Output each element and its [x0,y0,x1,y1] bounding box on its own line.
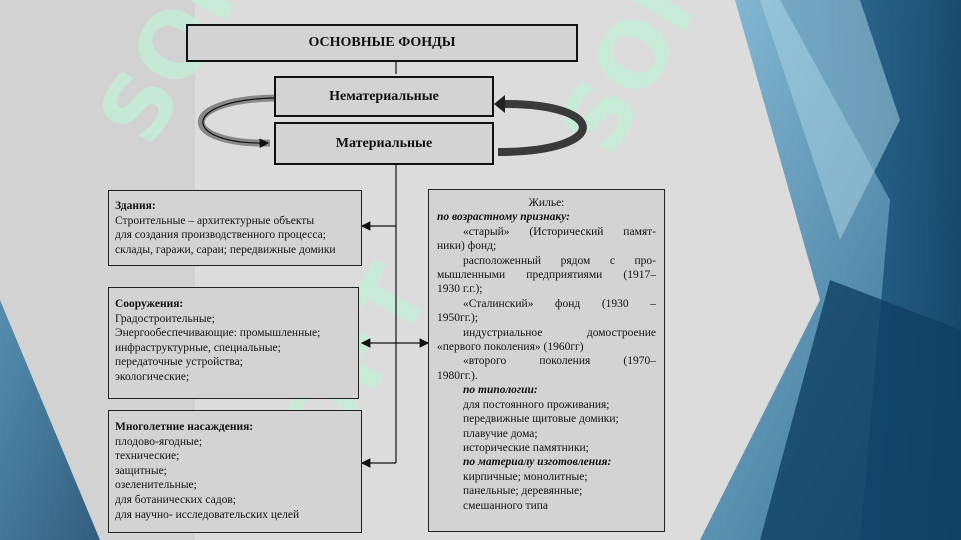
structures-line: Энергообеспечивающие: промышленные; [115,327,321,340]
page-title: ОСНОВНЫЕ ФОНДЫ [308,35,456,50]
buildings-line: склады, гаражи, сараи; передвижные домик… [115,243,336,256]
intangible-label: Нематериальные [329,88,439,104]
housing-age-line: «первого поколения» (1960гг) [437,341,584,354]
plantings-line: защитные; [115,464,167,477]
structures-box: Сооружения: Градостроительные; Энергообе… [108,287,359,399]
buildings-box: Здания: Строительные – архитектурные объ… [108,190,362,266]
housing-age-heading: по возрастному признаку: [437,211,570,224]
left-corner-shape [0,300,100,540]
plantings-line: для научно- исследовательских целей [115,508,300,521]
housing-age-line: «второго поколения (1970– [463,355,656,368]
housing-material-line: кирпичные; монолитные; [463,470,588,483]
plantings-line: озеленительные; [115,479,197,492]
housing-typology-line: передвижные щитовые домики; [463,413,619,426]
housing-typology-heading: по типологии: [463,384,538,397]
housing-material-line: панельные; деревянные; [463,485,583,498]
right-deco-dark [760,280,961,540]
housing-typology-line: плавучие дома; [463,427,538,440]
plantings-line: для ботанических садов; [115,493,237,506]
housing-age-line: мышленными предприятиями (1917– [437,269,656,282]
housing-age-line: индустриальное домостроение [463,326,656,339]
intangible-box: Нематериальные [274,76,494,117]
tangible-label: Материальные [335,135,433,151]
curved-arrow-right-head [494,95,505,113]
housing-typology-line: для постоянного проживания; [463,398,610,411]
plantings-box: Многолетние насаждения: плодово-ягодные;… [108,410,362,533]
buildings-line: Строительные – архитектурные объекты [115,214,315,227]
structures-heading: Сооружения: [115,298,184,310]
curved-arrow-left [197,94,276,147]
housing-age-line: «Сталинский» фонд (1930 – [463,297,656,310]
structures-line: Градостроительные; [115,312,215,325]
buildings-heading: Здания: [115,200,156,212]
title-box: ОСНОВНЫЕ ФОНДЫ [186,24,578,62]
tangible-box: Материальные [274,122,494,165]
plantings-line: плодово-ягодные; [115,435,203,448]
curved-arrow-right [497,100,587,156]
buildings-line: для создания производственного процесса; [115,229,326,242]
structures-line: экологические; [115,370,190,383]
plantings-line: технические; [115,450,180,463]
plantings-heading: Многолетние насаждения: [115,421,254,433]
housing-material-heading: по материалу изготовления: [463,456,612,469]
housing-age-line: 1930 г.г.); [437,283,483,296]
structures-line: передаточные устройства; [115,356,243,369]
housing-box: Жилье: по возрастному признаку: «старый»… [428,189,665,532]
housing-age-line: 1980гг.). [437,369,478,382]
right-deco-pale [760,0,900,240]
housing-age-line: «старый» (Исторический памят- [463,225,656,238]
housing-typology-line: исторические памятники; [463,441,589,454]
housing-age-line: 1950гг.); [437,312,479,325]
housing-age-line: расположенный рядом с про- [463,254,656,267]
housing-age-line: ники) фонд; [437,240,497,253]
housing-heading: Жилье: [528,197,565,209]
housing-material-line: смешанного типа [463,499,548,512]
structures-line: инфраструктурные, специальные; [115,341,281,354]
